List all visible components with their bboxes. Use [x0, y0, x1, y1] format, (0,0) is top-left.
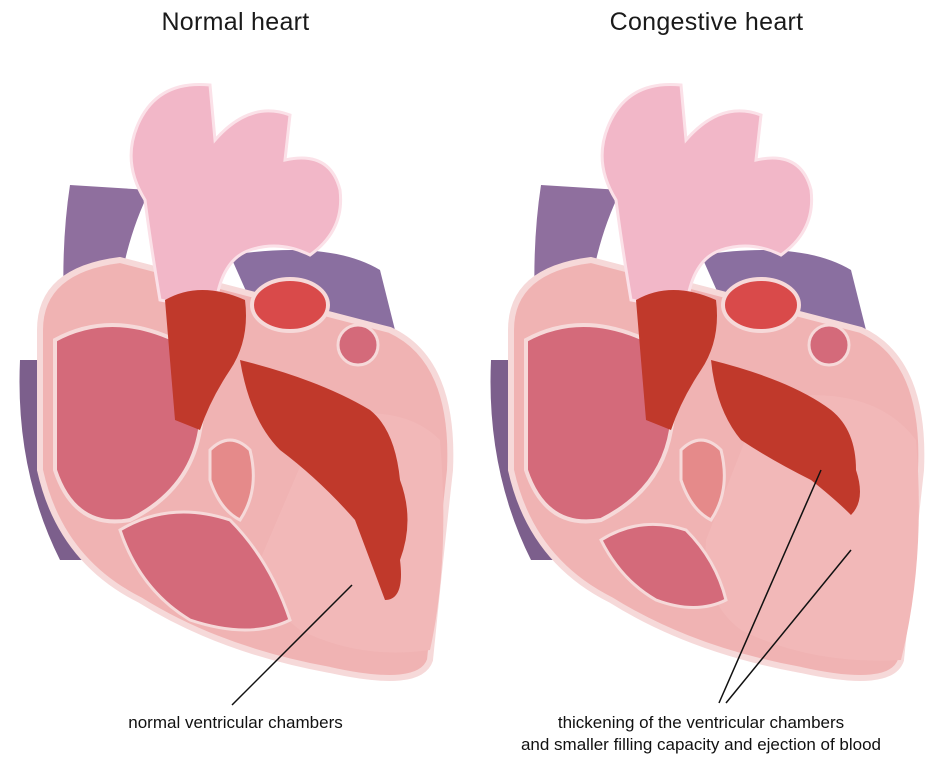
normal-heart-panel: Normal heart normal ventricular chambers: [0, 0, 471, 763]
congestive-caption-line1: thickening of the ventricular chambers: [461, 712, 941, 734]
congestive-heart-illustration: [471, 0, 942, 763]
valve-circle: [338, 325, 378, 365]
congestive-heart-panel: Congestive heart thickening of the ventr…: [471, 0, 942, 763]
left-atrium-oval: [252, 279, 328, 331]
normal-heart-illustration: [0, 0, 471, 763]
left-atrium-oval: [723, 279, 799, 331]
congestive-caption-line2: and smaller filling capacity and ejectio…: [461, 734, 941, 756]
normal-caption-text: normal ventricular chambers: [0, 712, 471, 734]
valve-circle: [809, 325, 849, 365]
congestive-caption: thickening of the ventricular chambers a…: [461, 712, 941, 756]
normal-caption: normal ventricular chambers: [0, 712, 471, 734]
